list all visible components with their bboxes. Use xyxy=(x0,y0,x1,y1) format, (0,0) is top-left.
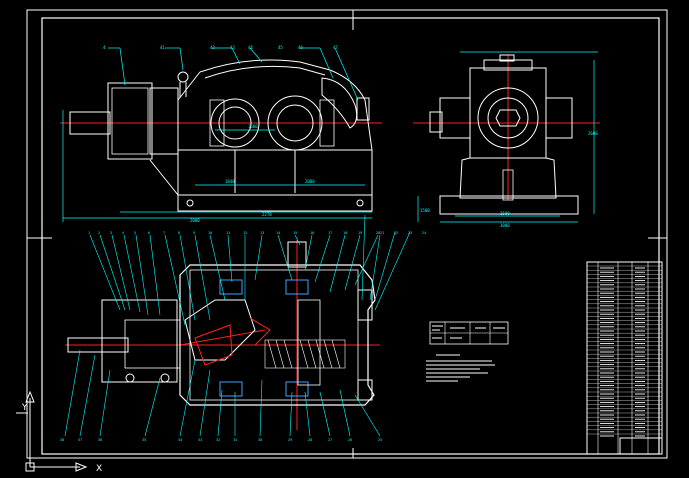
plan-callout-top-15: 15 xyxy=(293,231,297,235)
front-callout-47: 4 xyxy=(103,45,106,50)
plan-callout-bottom-26: 26 xyxy=(348,438,352,442)
side-view[interactable]: 1500 2500 3000 2600 xyxy=(413,51,600,228)
plan-callout-bottom-30: 30 xyxy=(258,438,262,442)
front-dim-1: 1600 xyxy=(248,124,258,129)
parts-list[interactable] xyxy=(586,261,663,455)
plan-callout-top-20: 20 xyxy=(376,231,380,235)
plan-callout-top-1: 1 xyxy=(88,231,90,235)
plan-callout-bottom-38: 38 xyxy=(60,438,64,442)
plan-callout-bottom-35: 35 xyxy=(142,438,146,442)
plan-callout-top-19: 19 xyxy=(358,231,362,235)
plan-callout-bottom-28: 28 xyxy=(308,438,312,442)
front-callout-42: 42 xyxy=(210,45,215,50)
plan-view[interactable] xyxy=(64,214,411,437)
svg-text:X: X xyxy=(96,464,102,474)
plan-callout-bottom-27: 27 xyxy=(328,438,332,442)
plan-callout-bottom-32: 32 xyxy=(216,438,220,442)
tech-specs-table[interactable] xyxy=(429,321,509,345)
ucs-axis-icon: Y X xyxy=(16,390,102,474)
plan-callout-top-12: 12 xyxy=(243,231,247,235)
front-callout-43: 43 xyxy=(230,45,235,50)
plan-callout-bottom-29: 29 xyxy=(288,438,292,442)
plan-callout-top-3: 3 xyxy=(110,231,112,235)
front-view[interactable]: 1600 1840 2080 2000 2270 4 41 42 43 44 4… xyxy=(60,45,382,223)
front-callout-46: 46 xyxy=(298,45,303,50)
plan-callout-top-2: 2 xyxy=(98,231,100,235)
plan-callout-bottom-36: 36 xyxy=(98,438,102,442)
plan-callout-top-13: 13 xyxy=(260,231,264,235)
plan-callout-top-7: 7 xyxy=(163,231,165,235)
front-callout-41: 41 xyxy=(160,45,165,50)
plan-callout-top-24: 24 xyxy=(422,231,426,235)
side-dim-3: 3000 xyxy=(500,223,510,228)
plan-callout-top-22: 22 xyxy=(394,231,398,235)
front-callout-44: 44 xyxy=(248,45,253,50)
plan-callout-top-5: 5 xyxy=(134,231,136,235)
title-block xyxy=(619,437,663,455)
plan-callout-top-18: 18 xyxy=(343,231,347,235)
front-dim-3: 2080 xyxy=(305,179,315,184)
plan-callout-bottom-33: 33 xyxy=(198,438,202,442)
plan-callout-bottom-34: 34 xyxy=(178,438,182,442)
plan-callout-top-10: 10 xyxy=(208,231,212,235)
plan-callout-top-9: 9 xyxy=(193,231,195,235)
front-callout-45: 45 xyxy=(278,45,283,50)
front-dim-5: 2270 xyxy=(262,212,272,217)
front-dim-4: 2000 xyxy=(190,218,200,223)
plan-callout-top-8: 8 xyxy=(178,231,180,235)
front-dim-2: 1840 xyxy=(225,179,235,184)
plan-callout-top-21: 21 xyxy=(380,231,384,235)
side-dim-4: 2600 xyxy=(588,131,598,136)
plan-callout-bottom-31: 31 xyxy=(233,438,237,442)
plan-callout-top-17: 17 xyxy=(328,231,332,235)
side-dim-1: 1500 xyxy=(420,208,430,213)
plan-callout-top-16: 16 xyxy=(310,231,314,235)
svg-text:Y: Y xyxy=(21,403,28,413)
inner-frame xyxy=(41,17,660,455)
plan-callout-top-23: 23 xyxy=(408,231,412,235)
side-dim-2: 2500 xyxy=(500,211,510,216)
plan-callout-bottom-25: 25 xyxy=(378,438,382,442)
front-callout-47b: 47 xyxy=(333,45,338,50)
plan-callout-bottom-37: 37 xyxy=(78,438,82,442)
outer-frame xyxy=(26,9,668,459)
plan-callout-top-6: 6 xyxy=(148,231,150,235)
plan-callout-top-4: 4 xyxy=(122,231,124,235)
plan-callout-top-11: 11 xyxy=(226,231,230,235)
plan-callout-top-14: 14 xyxy=(276,231,280,235)
technical-notes[interactable] xyxy=(426,354,495,382)
